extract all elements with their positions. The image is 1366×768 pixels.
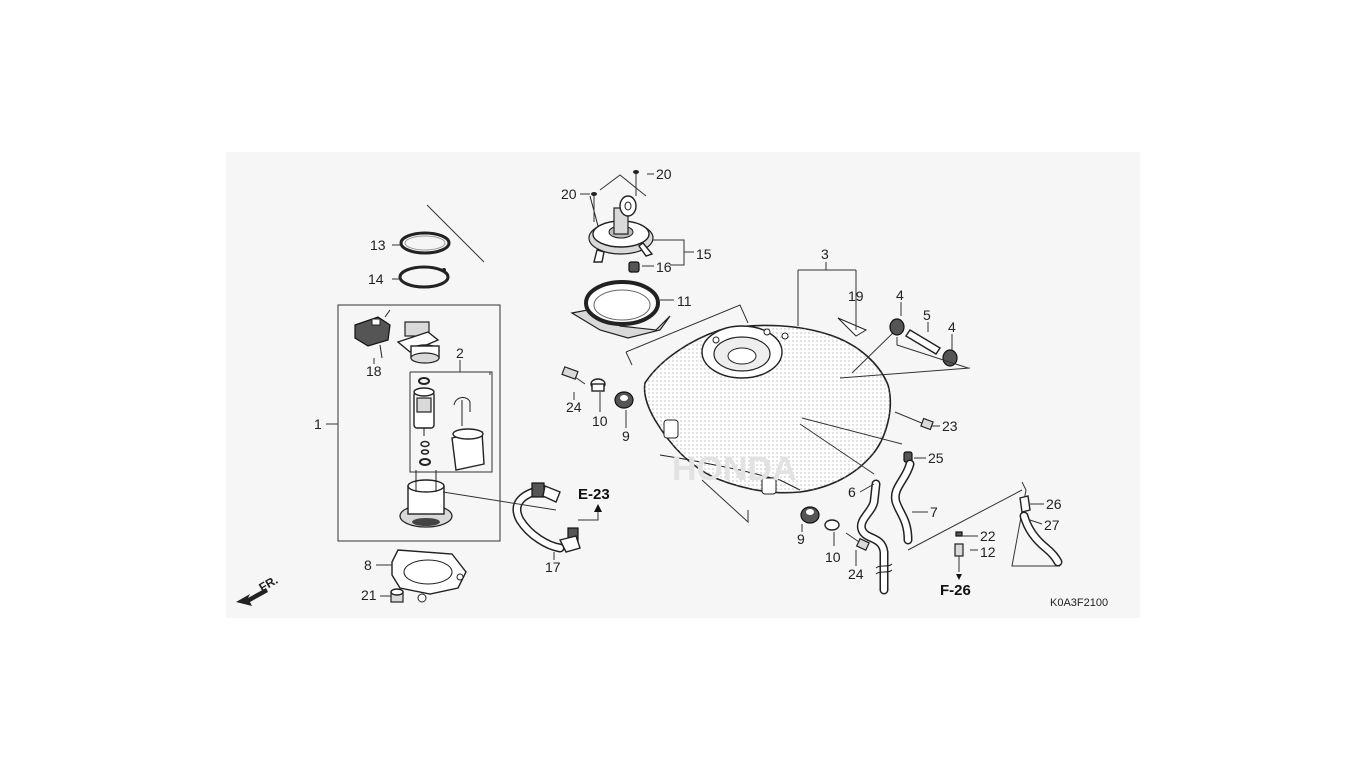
collar-10-left bbox=[590, 378, 606, 392]
diagram-code: K0A3F2100 bbox=[1050, 597, 1108, 609]
collar-5 bbox=[905, 329, 941, 355]
reference-f26[interactable]: F-26 bbox=[940, 582, 971, 599]
pump-upper-body bbox=[396, 321, 440, 364]
callout-16: 16 bbox=[656, 259, 672, 275]
grommet-4-left bbox=[889, 318, 905, 336]
grommet-4-right bbox=[942, 349, 958, 367]
callout-7: 7 bbox=[930, 504, 938, 520]
callout-3: 3 bbox=[821, 246, 829, 262]
callout-14: 14 bbox=[368, 271, 384, 287]
callout-5: 5 bbox=[923, 307, 931, 323]
fuel-feed-hose-17 bbox=[442, 482, 602, 553]
svg-text:HONDA: HONDA bbox=[672, 450, 797, 488]
overflow-tube-7 bbox=[890, 459, 915, 545]
fuel-pump-motor bbox=[413, 377, 435, 466]
callout-11: 11 bbox=[677, 293, 692, 309]
grommet-9-left bbox=[614, 391, 634, 409]
callout-9a: 9 bbox=[622, 428, 630, 444]
clip-22 bbox=[955, 531, 963, 537]
drain-valve-12 bbox=[954, 543, 964, 580]
pump-base-flange bbox=[399, 470, 453, 528]
bolt-24-left bbox=[561, 366, 586, 385]
fuel-filler-cap-15 bbox=[588, 174, 685, 266]
callout-4a: 4 bbox=[896, 287, 904, 303]
callout-24a: 24 bbox=[566, 399, 582, 415]
callout-20b: 20 bbox=[561, 186, 577, 202]
reference-e23[interactable]: E-23 bbox=[578, 486, 610, 503]
callout-19: 19 bbox=[848, 288, 864, 304]
callout-21: 21 bbox=[361, 587, 377, 603]
callout-27: 27 bbox=[1044, 517, 1060, 533]
callout-9b: 9 bbox=[797, 531, 805, 547]
callout-6: 6 bbox=[848, 484, 856, 500]
callout-18: 18 bbox=[366, 363, 382, 379]
callout-24b: 24 bbox=[848, 566, 864, 582]
fuel-tank-seal-11 bbox=[570, 280, 671, 339]
callout-2: 2 bbox=[456, 345, 464, 361]
grommet-9-right bbox=[800, 506, 820, 524]
callout-17: 17 bbox=[545, 559, 561, 575]
fuel-tank-3: HONDA bbox=[643, 317, 892, 495]
callout-25: 25 bbox=[928, 450, 944, 466]
callout-26: 26 bbox=[1046, 496, 1062, 512]
o-ring-13 bbox=[399, 231, 451, 255]
callout-10b: 10 bbox=[825, 549, 841, 565]
fitting-26 bbox=[1019, 495, 1031, 513]
bolt-20-upper bbox=[633, 170, 639, 196]
nut-21 bbox=[390, 588, 404, 603]
bolt-24-right bbox=[845, 532, 870, 551]
fuel-strainer bbox=[451, 397, 485, 471]
callout-4b: 4 bbox=[948, 319, 956, 335]
callout-15: 15 bbox=[696, 246, 712, 262]
breather-tube-6 bbox=[856, 479, 893, 595]
callout-12: 12 bbox=[980, 544, 996, 560]
drain-tube-16 bbox=[628, 261, 640, 273]
fuel-gauge-connector-18 bbox=[354, 309, 391, 359]
collar-10-right bbox=[824, 519, 840, 531]
callout-1: 1 bbox=[314, 416, 322, 432]
callout-13: 13 bbox=[370, 237, 386, 253]
front-direction-arrow-icon bbox=[236, 588, 268, 606]
callout-22: 22 bbox=[980, 528, 996, 544]
drain-hose-27 bbox=[1019, 511, 1063, 567]
bolt-23 bbox=[894, 411, 934, 431]
callout-10a: 10 bbox=[592, 413, 608, 429]
pump-setting-plate-8 bbox=[391, 549, 467, 603]
seal-ring-14 bbox=[398, 265, 450, 289]
callout-20a: 20 bbox=[656, 166, 672, 182]
callout-8: 8 bbox=[364, 557, 372, 573]
fuel-pump-assembly-box bbox=[337, 204, 501, 542]
callout-23: 23 bbox=[942, 418, 958, 434]
leader-lines bbox=[326, 173, 1044, 597]
bolt-20-left bbox=[591, 192, 597, 222]
